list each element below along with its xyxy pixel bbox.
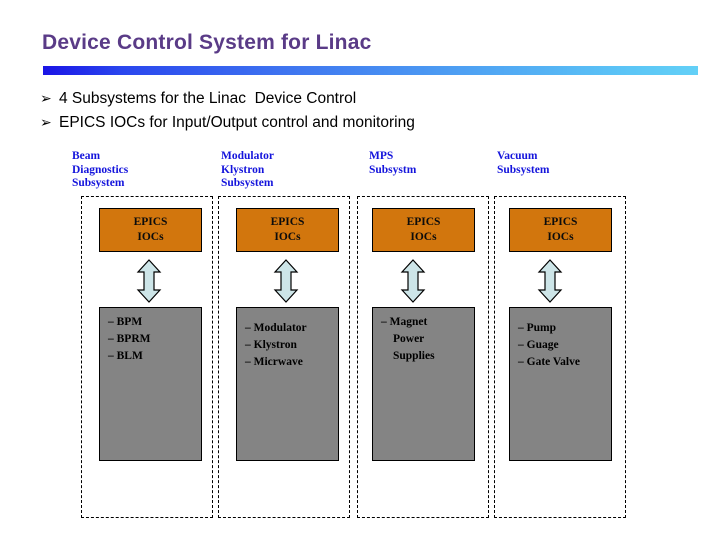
page-title: Device Control System for Linac [42, 31, 372, 54]
device-item: – Modulator [245, 322, 307, 334]
title-gradient-rule [43, 66, 698, 75]
column-frame-vacuum [494, 196, 626, 518]
ioc-box-line-1: EPICS [133, 216, 168, 228]
column-header-mps: MPS Subsystm [369, 150, 417, 176]
ioc-box-modulator-klystron[interactable]: EPICS IOCs [236, 208, 339, 252]
ioc-box-line-1: EPICS [543, 216, 578, 228]
list-item: ➢ 4 Subsystems for the Linac Device Cont… [40, 88, 680, 110]
ioc-box-vacuum[interactable]: EPICS IOCs [509, 208, 612, 252]
double-arrow-icon-beam-diagnostics [136, 259, 162, 303]
ioc-box-line-2: IOCs [274, 231, 301, 243]
device-item: – Gate Valve [518, 356, 580, 368]
device-item: Supplies [393, 350, 435, 362]
double-arrow-icon-mps [400, 259, 426, 303]
device-item: – Micrwave [245, 356, 303, 368]
ioc-box-line-1: EPICS [270, 216, 305, 228]
column-frame-beam-diagnostics [81, 196, 213, 518]
list-item: ➢ EPICS IOCs for Input/Output control an… [40, 112, 680, 134]
arrow-bullet-icon: ➢ [40, 91, 52, 107]
double-arrow-icon-vacuum [537, 259, 563, 303]
device-item: – Magnet [381, 316, 428, 328]
ioc-box-mps[interactable]: EPICS IOCs [372, 208, 475, 252]
column-header-modulator-klystron: Modulator Klystron Subsystem [221, 150, 275, 189]
ioc-box-line-1: EPICS [406, 216, 441, 228]
device-box-vacuum[interactable]: – Pump – Guage – Gate Valve [509, 307, 612, 461]
ioc-box-line-2: IOCs [547, 231, 574, 243]
device-item: – BPM [108, 316, 143, 328]
ioc-box-line-2: IOCs [137, 231, 164, 243]
device-box-beam-diagnostics[interactable]: – BPM – BPRM – BLM [99, 307, 202, 461]
device-box-modulator-klystron[interactable]: – Modulator – Klystron – Micrwave [236, 307, 339, 461]
column-header-beam-diagnostics: Beam Diagnostics Subsystem [72, 150, 129, 189]
column-header-vacuum: Vacuum Subsystem [497, 150, 550, 176]
device-item: – BPRM [108, 333, 151, 345]
device-item: – BLM [108, 350, 143, 362]
device-box-mps[interactable]: – Magnet Power Supplies [372, 307, 475, 461]
device-item: – Pump [518, 322, 557, 334]
column-frame-mps [357, 196, 489, 518]
arrow-bullet-icon: ➢ [40, 115, 52, 131]
device-item: Power [393, 333, 425, 345]
double-arrow-icon-modulator-klystron [273, 259, 299, 303]
ioc-box-line-2: IOCs [410, 231, 437, 243]
list-item-label: 4 Subsystems for the Linac Device Contro… [59, 90, 357, 107]
list-item-label: EPICS IOCs for Input/Output control and … [59, 114, 415, 131]
ioc-box-beam-diagnostics[interactable]: EPICS IOCs [99, 208, 202, 252]
device-item: – Klystron [245, 339, 297, 351]
column-frame-modulator-klystron [218, 196, 350, 518]
bullet-list: ➢ 4 Subsystems for the Linac Device Cont… [40, 88, 680, 136]
device-item: – Guage [518, 339, 559, 351]
